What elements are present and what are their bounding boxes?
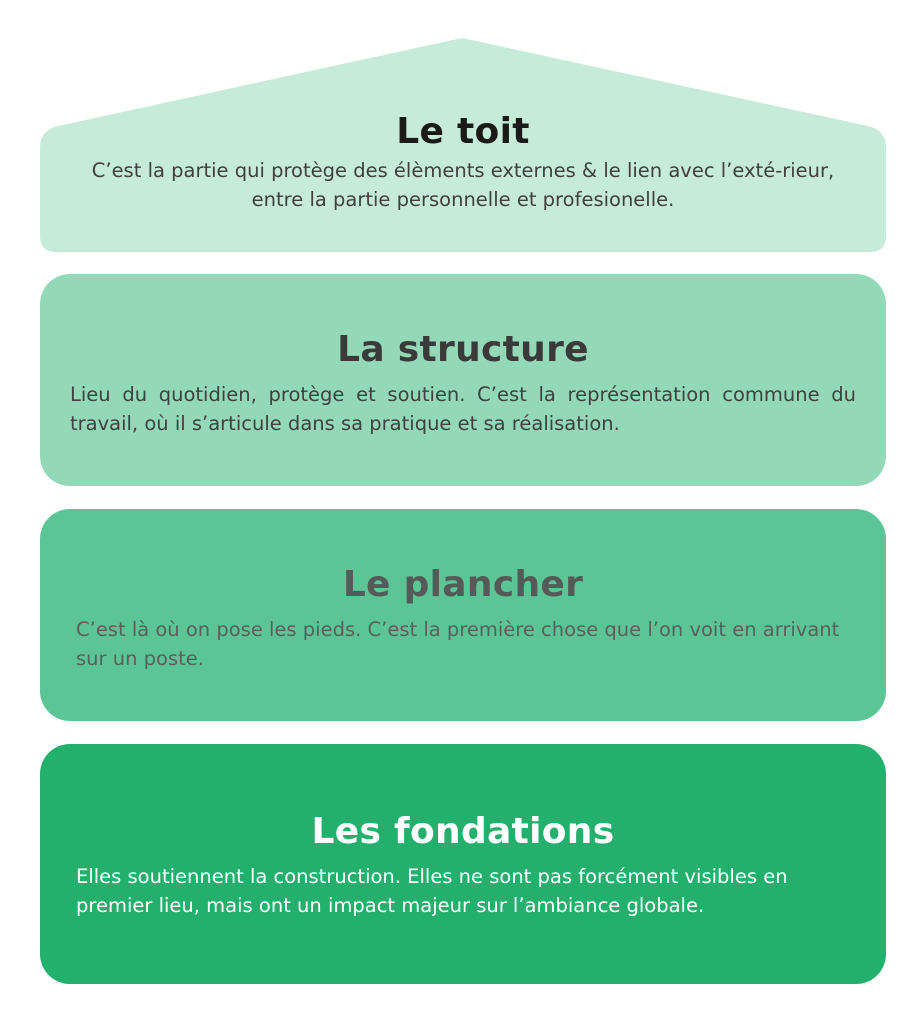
fondations-title: Les fondations [311, 811, 615, 852]
fondations-description: Elles soutiennent la construction. Elles… [76, 865, 788, 917]
roof-shape [40, 38, 886, 252]
structure-description: Lieu du quotidien, protège et soutien. C… [70, 383, 856, 435]
roof-title: Le toit [396, 111, 530, 152]
roof-section: Le toit C’est la partie qui protège des … [40, 112, 886, 252]
plancher-description: C’est là où on pose les pieds. C’est la … [76, 618, 840, 670]
roof-description: C’est la partie qui protège des élèments… [91, 159, 835, 211]
plancher-title: Le plancher [342, 564, 584, 605]
fondations-section: Les fondations Elles soutiennent la cons… [40, 744, 886, 984]
structure-title: La structure [337, 329, 589, 370]
plancher-section: Le plancher C’est là où on pose les pied… [40, 509, 886, 721]
structure-section: La structure Lieu du quotidien, protège … [40, 274, 886, 486]
